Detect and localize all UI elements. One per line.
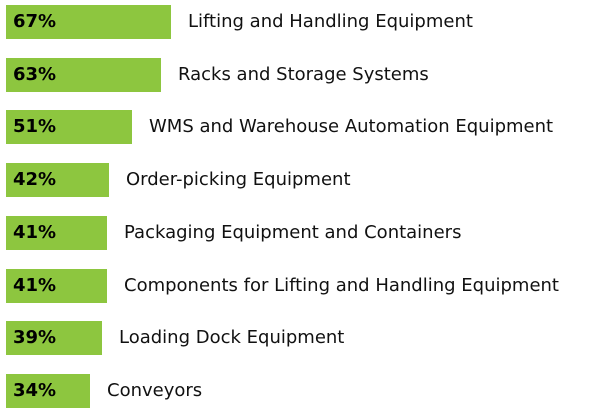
bar — [6, 58, 161, 92]
bar — [6, 374, 90, 408]
category-label: Lifting and Handling Equipment — [188, 11, 473, 32]
bar — [6, 163, 109, 197]
category-label: Conveyors — [107, 380, 203, 401]
bar — [6, 5, 171, 39]
bar — [6, 216, 107, 250]
bar-value-label: 39% — [13, 327, 57, 348]
category-label: Components for Lifting and Handling Equi… — [124, 275, 559, 296]
category-label: Racks and Storage Systems — [178, 64, 429, 85]
category-label: Loading Dock Equipment — [119, 327, 345, 348]
bar-value-label: 42% — [13, 169, 57, 190]
bar — [6, 321, 102, 355]
bar-value-label: 41% — [13, 275, 57, 296]
bar-value-label: 34% — [13, 380, 57, 401]
category-label: WMS and Warehouse Automation Equipment — [149, 116, 554, 137]
category-label: Packaging Equipment and Containers — [124, 222, 462, 243]
bar — [6, 269, 107, 303]
bar-value-label: 51% — [13, 116, 57, 137]
bar-value-label: 41% — [13, 222, 57, 243]
bar — [6, 110, 132, 144]
category-label: Order-picking Equipment — [126, 169, 351, 190]
bar-value-label: 67% — [13, 11, 57, 32]
bar-value-label: 63% — [13, 64, 57, 85]
